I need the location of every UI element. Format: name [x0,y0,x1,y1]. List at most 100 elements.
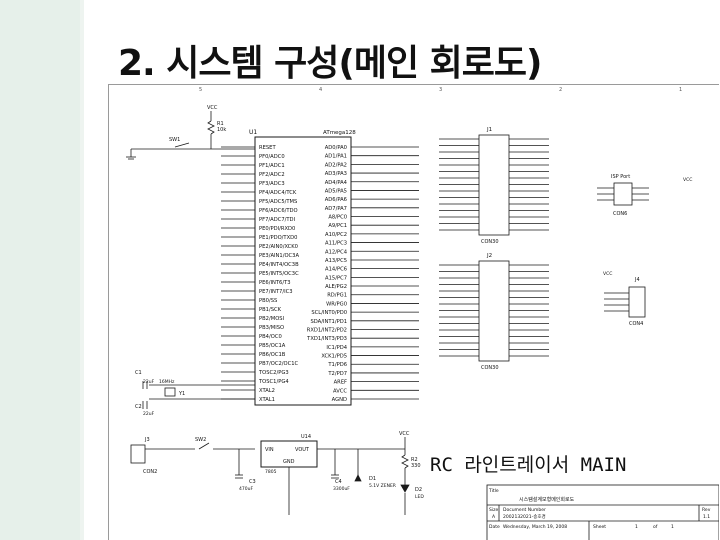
mcu-left-pin: PE6/INT6/T3 [259,280,291,286]
mcu-right-pin: WR/PG0 [326,301,347,307]
mcu-left-pin: PB2/MOSI [259,316,285,322]
border-col-3: 3 [439,87,442,93]
isp-vcc: VCC [683,177,692,183]
schematic-diagram: 5 4 3 2 1 D C B A U1 ATmega128 RESETPF0/… [105,87,720,540]
mcu-left-pin: PF5/ADC5/TMS [259,199,297,205]
mcu-left-pin: PF1/ADC1 [259,163,285,169]
connector-j4: J4 CON4 VCC [603,271,646,327]
c4-label: C4 [335,479,342,485]
mcu-right-pin: AD6/PA6 [325,197,347,203]
isp-connector: ISP Port CON6 VCC [597,174,692,217]
mcu-left-pin: PF3/ADC3 [259,181,285,187]
mcu-left-pin: PF7/ADC7/TDI [259,217,296,223]
mcu-left-pin: PF2/ADC2 [259,172,285,178]
tb-size-value: A [492,514,496,520]
mcu-right-pin: AD4/PA4 [325,180,348,186]
mcu-right-pin: IC1/PD4 [326,345,347,351]
c4-value: 3300uF [333,486,350,492]
mcu-left-pin: XTAL2 [259,388,275,394]
c3-label: C3 [249,479,256,485]
y1-label: Y1 [178,391,185,397]
r2-resistor [401,454,409,469]
title-block: Title 시스템설계모형메인회로도 Size A Document Numbe… [486,484,720,540]
mcu-right-pin: T1/PD6 [327,362,347,368]
border-col-1: 1 [679,87,682,93]
r1-resistor [207,120,215,135]
mcu-left-pin: TOSC2/PG3 [258,370,289,376]
mcu-right-pin: ALE/PG2 [325,284,347,290]
mcu-left-pin: RESET [259,145,276,151]
slide-title: 2. 시스템 구성(메인 회로도) [118,43,542,84]
mcu-left-pin: TOSC1/PG4 [258,379,289,385]
mcu-right-pin: XCK1/PD5 [321,354,347,360]
mcu-right-pin: A8/PC0 [328,215,347,221]
c1-value: 22uF [143,379,155,385]
y1-freq: 16MHz [159,379,175,385]
mcu-left-pin: PB0/SS [259,298,277,304]
u14-gnd: GND [283,459,295,465]
tb-of-label: of [653,524,658,530]
mcu-left-pin: PB1/SCK [259,307,282,313]
mcu-right-pin: AD3/PA3 [325,171,347,177]
u14-vout: VOUT [295,447,310,453]
j1-ref: J1 [486,127,492,133]
mcu-left-pin: PB6/OC1B [259,352,286,358]
left-accent-bar [0,0,80,540]
r2-value: 330 [411,463,421,469]
mcu-left-pin: PB3/MISO [259,325,284,331]
j2-name: CON30 [481,365,499,371]
d2-label: D2 [415,487,422,493]
isp-label: ISP Port [611,174,630,180]
d1-label: D1 [369,476,376,482]
u14-part: 7805 [265,469,277,475]
power-vcc: VCC [399,431,410,437]
u14-vin: VIN [265,447,274,453]
j4-label: J4 [634,277,640,283]
c2-label: C2 [135,404,142,410]
border-col-5: 5 [199,87,202,93]
tb-of-value: 1 [671,524,674,530]
mcu-left-pins: RESETPF0/ADC0PF1/ADC1PF2/ADC2PF3/ADC3PF4… [221,145,299,403]
tb-sheet-label: Sheet [593,524,606,530]
d2-value: LED [415,494,424,500]
mcu-left-pin: PE1/PDO/TXD0 [259,235,297,241]
isp-con-label: CON6 [613,211,627,217]
tb-docnum-label: Document Number [503,507,546,513]
r1-vcc-label: VCC [207,105,218,111]
mcu-right-pin: AD2/PA2 [325,162,347,168]
tb-sheet-value: 1 [635,524,638,530]
sw1-label: SW1 [169,137,180,143]
mcu-left-pin: XTAL1 [259,397,275,403]
crystal-circuit: C1 22uF 16MHz Y1 C2 22uF [135,370,255,417]
tb-title-value: 시스템설계모형메인회로도 [519,496,575,503]
y1-crystal [164,387,176,397]
d1-zener [354,474,362,482]
r2-label: R2 [411,457,418,463]
schematic-frame: 5 4 3 2 1 D C B A U1 ATmega128 RESETPF0/… [105,84,720,540]
mcu-left-pin: PE5/INT5/OC3C [259,271,299,277]
j3-label: J3 [144,437,150,443]
mcu-right-pin: A9/PC1 [328,223,347,229]
mcu-left-pin: PB7/OC2/OC1C [259,361,298,367]
c3-value: 470uF [239,486,253,492]
mcu-left-pin: PB5/OC1A [259,343,286,349]
diagram-caption: RC 라인트레이서 MAIN [430,454,627,476]
r1-label: R1 [217,121,224,127]
j1-name: CON30 [481,239,499,245]
mcu-right-pin: SCL/INT0/PD0 [311,310,347,316]
mcu-part: ATmega128 [323,130,356,136]
d1-value: 5.1V ZENER [369,483,396,489]
mcu-right-pin: A15/PC7 [325,275,347,281]
mcu-right-pin: A13/PC5 [325,258,347,264]
mcu-right-pin: SDA/INT1/PD1 [310,319,347,325]
r1-value: 10k [217,127,226,133]
mcu-right-pin: AGND [332,397,347,403]
tb-title-label: Title [488,488,499,494]
mcu-left-pin: PE3/AIN1/OC3A [259,253,299,259]
tb-date-label: Date [489,524,500,530]
border-col-4: 4 [319,87,322,93]
c1-label: C1 [135,370,142,376]
